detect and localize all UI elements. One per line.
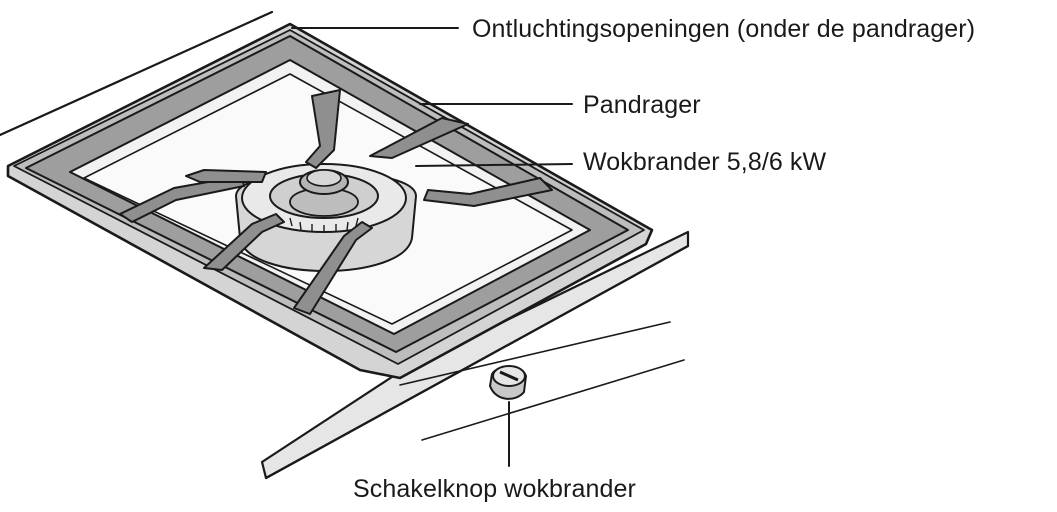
grate-arm-right-back bbox=[369, 117, 469, 159]
pan-support bbox=[25, 35, 629, 353]
grate-arm-left bbox=[119, 175, 245, 223]
label-wok-burner: Wokbrander 5,8/6 kW bbox=[583, 148, 827, 176]
front-panel-trim-line bbox=[399, 321, 671, 386]
front-panel-lower-edge bbox=[264, 244, 690, 480]
label-pan-support: Pandrager bbox=[583, 91, 701, 119]
front-panel-bottom-line bbox=[421, 359, 685, 441]
label-control-knob: Schakelknop wokbrander bbox=[353, 475, 636, 503]
grate-arm-back bbox=[305, 89, 341, 169]
control-knob bbox=[489, 365, 527, 400]
grate-arm-right bbox=[423, 177, 553, 207]
burner-flame-ports bbox=[289, 217, 359, 233]
wok-burner bbox=[235, 163, 417, 272]
label-vents: Ontluchtingsopeningen (onder de pandrage… bbox=[472, 15, 976, 43]
grate-frame bbox=[25, 35, 629, 353]
leader-lines bbox=[291, 27, 573, 467]
countertop-back-edge bbox=[0, 10, 274, 137]
grate-arm-left-back bbox=[185, 169, 267, 183]
grate-arm-front-left bbox=[203, 213, 285, 271]
knob-grip bbox=[499, 370, 519, 382]
grate-arm-front-right bbox=[293, 221, 373, 315]
leader-line-wok-burner bbox=[415, 163, 573, 167]
front-panel bbox=[260, 230, 690, 480]
burner-cap-top bbox=[306, 169, 342, 187]
